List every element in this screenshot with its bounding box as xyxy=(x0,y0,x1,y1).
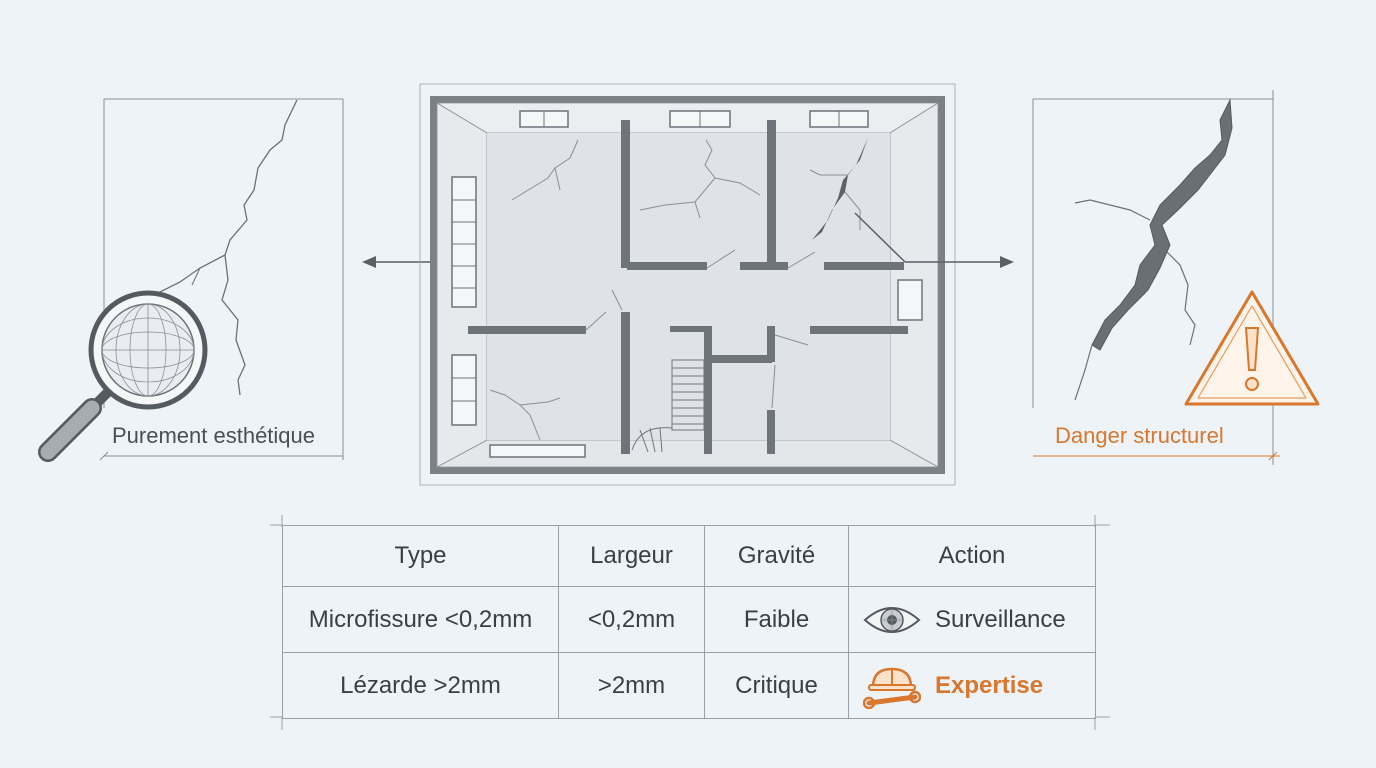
label-purely-aesthetic: Purement esthétique xyxy=(112,423,316,448)
header-type: Type xyxy=(282,525,559,587)
cell-width: <0,2mm xyxy=(558,586,705,653)
header-severity: Gravité xyxy=(704,525,849,587)
cell-action: Expertise xyxy=(848,652,1096,719)
cell-action: Surveillance xyxy=(848,586,1096,653)
floor-plan xyxy=(419,83,956,486)
cell-width: >2mm xyxy=(558,652,705,719)
table-header-row: Type Largeur Gravité Action xyxy=(282,525,1096,587)
left-crack-panel xyxy=(99,98,344,461)
cell-severity: Faible xyxy=(704,586,849,653)
cell-type: Lézarde >2mm xyxy=(282,652,559,719)
right-crack-panel xyxy=(1032,90,1280,465)
right-arrow xyxy=(854,212,1014,268)
magnifier-icon xyxy=(38,290,208,462)
severity-table: Type Largeur Gravité Action Microfissure… xyxy=(282,525,1096,719)
table-row: Lézarde >2mm >2mm Critique Expertise xyxy=(282,652,1096,719)
eye-icon xyxy=(863,606,921,633)
helmet-wrench-icon xyxy=(863,667,921,709)
cell-severity-critical: Critique xyxy=(704,652,849,719)
warning-icon xyxy=(1184,290,1320,406)
cell-type: Microfissure <0,2mm xyxy=(282,586,559,653)
severity-table-wrapper: Type Largeur Gravité Action Microfissure… xyxy=(270,515,1110,730)
header-action: Action xyxy=(848,525,1096,587)
header-width: Largeur xyxy=(558,525,705,587)
label-structural-danger: Danger structurel xyxy=(1055,423,1224,448)
table-row: Microfissure <0,2mm <0,2mm Faible Survei… xyxy=(282,586,1096,653)
action-surveillance: Surveillance xyxy=(935,605,1066,633)
action-expertise: Expertise xyxy=(935,671,1044,699)
blueprint-drawing xyxy=(38,83,1320,486)
